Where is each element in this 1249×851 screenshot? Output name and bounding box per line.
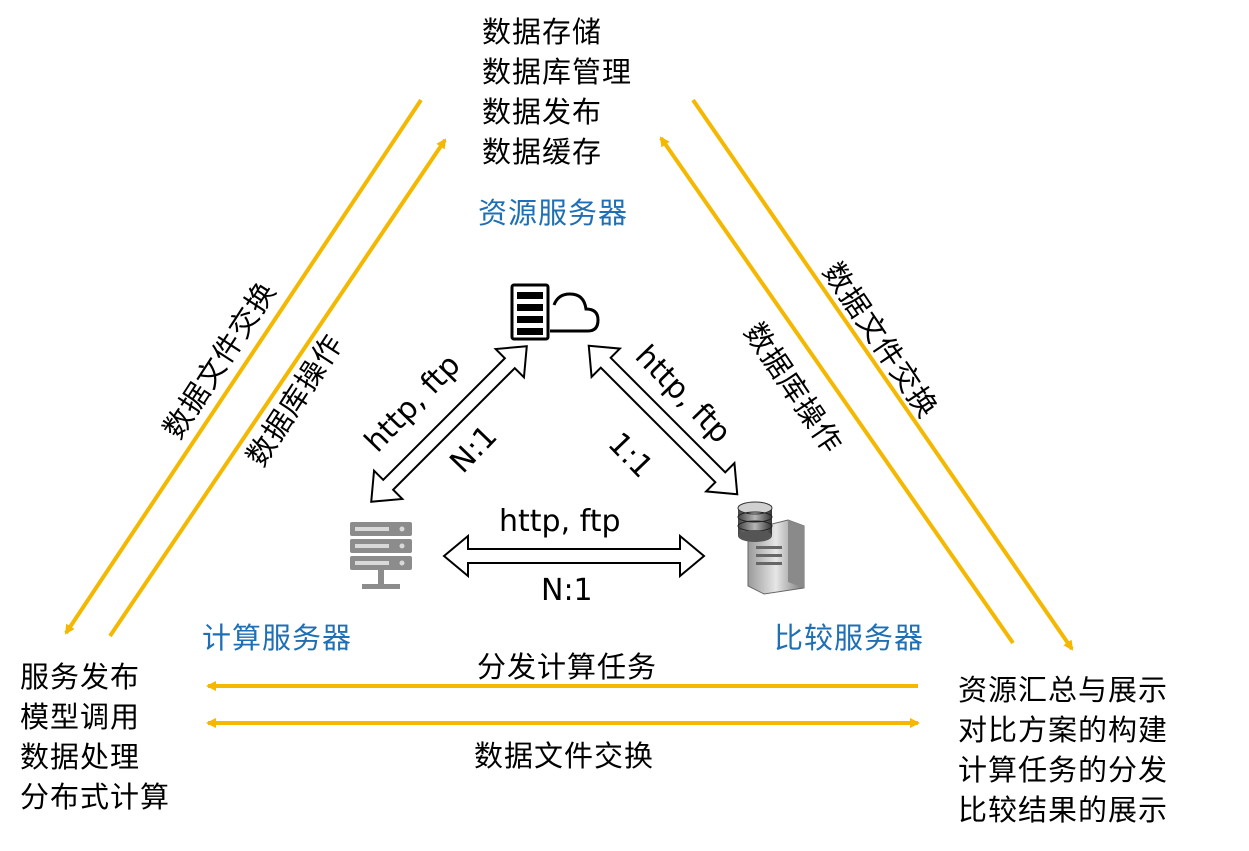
compare-function-item: 比较结果的展示: [958, 793, 1169, 827]
cloud-server-icon: [510, 283, 600, 341]
bottom-dispatch-label: 分发计算任务: [477, 650, 658, 684]
resource-function-item: 数据库管理: [482, 55, 633, 89]
inner-bottom-ratio: N:1: [541, 573, 593, 608]
database-server-icon: [737, 501, 805, 595]
resource-functions-list: 数据存储 数据库管理 数据发布 数据缓存: [482, 12, 632, 172]
compute-function-item: 分布式计算: [20, 780, 171, 814]
resource-function-item: 数据发布: [482, 95, 603, 129]
compute-server-title: 计算服务器: [202, 621, 353, 655]
resource-function-item: 数据存储: [482, 15, 603, 49]
inner-bottom-double-arrow: [442, 533, 706, 579]
compute-function-item: 服务发布: [20, 660, 141, 694]
compare-functions-list: 资源汇总与展示 对比方案的构建 计算任务的分发 比较结果的展示: [958, 670, 1168, 830]
compare-function-item: 计算任务的分发: [958, 753, 1169, 787]
right-outer-arrow: [691, 98, 1074, 651]
compute-functions-list: 服务发布 模型调用 数据处理 分布式计算: [20, 657, 170, 817]
left-outer-arrow: [64, 98, 423, 635]
compare-function-item: 资源汇总与展示: [958, 673, 1169, 707]
rack-server-icon: [350, 522, 412, 589]
inner-left-double-arrow: [370, 345, 528, 503]
inner-right-double-arrow: [587, 344, 739, 496]
compare-function-item: 对比方案的构建: [958, 713, 1169, 747]
resource-function-item: 数据缓存: [482, 135, 603, 169]
compute-function-item: 模型调用: [20, 700, 141, 734]
resource-server-title: 资源服务器: [478, 196, 629, 230]
left-inner-arrow: [108, 138, 447, 638]
compute-function-item: 数据处理: [20, 740, 141, 774]
bottom-exchange-label: 数据文件交换: [474, 739, 655, 773]
right-inner-arrow: [659, 136, 1015, 645]
inner-bottom-protocol: http, ftp: [499, 504, 621, 539]
compare-server-title: 比较服务器: [774, 621, 925, 655]
